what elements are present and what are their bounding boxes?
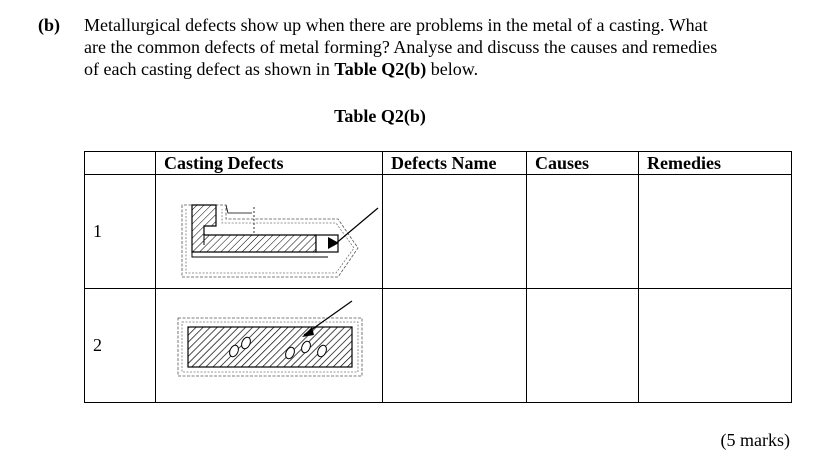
defects-name-cell[interactable] [382,174,527,289]
defects-table: Casting Defects Defects Name Causes Reme… [84,151,792,403]
question-table-ref: Table Q2(b) [334,59,427,79]
marks-label: (5 marks) [720,430,790,450]
row-number: 1 [84,174,156,289]
question-line-1: Metallurgical defects show up when there… [84,15,708,35]
defect-sketch-1 [155,174,383,289]
remedies-cell[interactable] [638,174,792,289]
header-number [84,151,156,175]
question-line-2: are the common defects of metal forming?… [84,37,718,57]
header-remedies: Remedies [638,151,792,175]
table-row: 2 [84,288,792,403]
causes-cell[interactable] [526,288,639,403]
question-label: (b) [38,15,60,35]
question-line-3-prefix: of each casting defect as shown in [84,59,335,79]
causes-cell[interactable] [526,174,639,289]
gas-porosity-drawing [177,300,363,377]
header-casting-defects: Casting Defects [155,151,383,175]
question-line-3-suffix: below. [426,59,479,79]
table-row: 1 [84,174,792,289]
table-caption: Table Q2(b) [334,106,426,126]
defect-sketch-2 [155,288,383,403]
header-causes: Causes [526,151,639,175]
row-number: 2 [84,288,156,403]
remedies-cell[interactable] [638,288,792,403]
question-line-3: of each casting defect as shown in Table… [84,58,804,80]
defects-name-cell[interactable] [382,288,527,403]
table-header-row: Casting Defects Defects Name Causes Reme… [84,151,792,175]
header-defects-name: Defects Name [382,151,527,175]
question-text: Metallurgical defects show up when there… [84,14,804,80]
shrinkage-cavity-drawing [181,204,379,278]
